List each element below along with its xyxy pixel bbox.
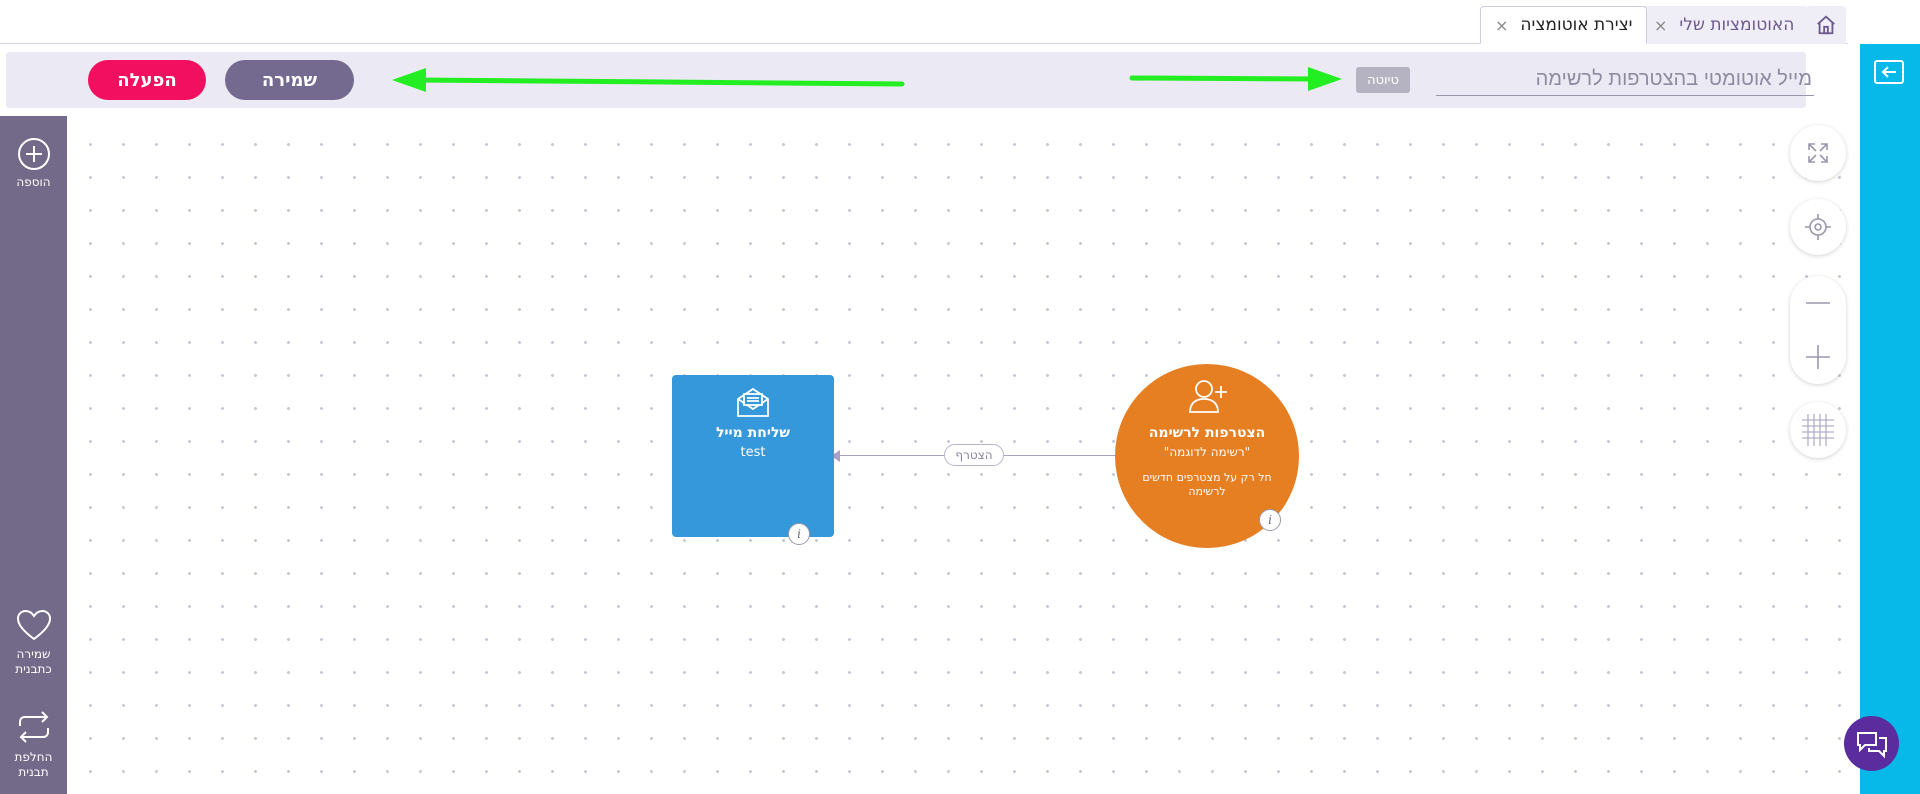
zoom-out-button[interactable] (1790, 276, 1846, 330)
node-title: הצטרפות לרשימה (1148, 425, 1266, 441)
zoom-in-button[interactable] (1790, 330, 1846, 384)
tab-label: האוטומציות שלי (1679, 15, 1795, 35)
sidebar-item-save-template[interactable]: שמירה כתבנית (0, 609, 67, 677)
expand-icon (1808, 143, 1828, 163)
close-icon[interactable]: × (1495, 15, 1509, 35)
home-tab[interactable] (1806, 6, 1846, 44)
center-button[interactable] (1790, 199, 1846, 255)
automation-title-input[interactable] (1436, 64, 1814, 96)
sidebar-item-label: הוספה (16, 175, 51, 189)
send-mail-node[interactable]: שליחת מייל test (672, 375, 834, 537)
activate-button[interactable]: הפעלה (88, 60, 206, 100)
fit-screen-button[interactable] (1790, 125, 1846, 181)
heart-icon (16, 609, 51, 641)
close-icon[interactable]: × (1654, 15, 1668, 35)
plus-circle-icon (17, 138, 50, 170)
grid-icon (1802, 414, 1834, 446)
envelope-icon (737, 387, 769, 417)
left-sidebar (0, 116, 67, 794)
sidebar-item-label: שמירה כתבנית (15, 647, 52, 676)
save-button[interactable]: שמירה (225, 60, 354, 100)
node-description: חל רק על מצטרפים חדשים לרשימה (1142, 471, 1272, 498)
tab-create-automation[interactable]: × יצירת אוטומציה (1480, 6, 1648, 44)
plus-icon (1806, 345, 1830, 369)
sidebar-item-switch-template[interactable]: החלפת תבנית (0, 710, 67, 780)
chat-icon (1856, 731, 1887, 758)
node-title: שליחת מייל (715, 425, 791, 441)
target-icon (1805, 214, 1831, 240)
swap-arrows-icon (18, 711, 49, 743)
node-subtitle: "רשימה לדוגמה" (1163, 445, 1251, 459)
tabbar-divider (0, 43, 1848, 44)
status-badge: טיוטה (1356, 67, 1410, 93)
info-icon[interactable]: i (788, 523, 810, 545)
tab-my-automations[interactable]: × האוטומציות שלי (1640, 6, 1809, 44)
user-plus-icon (1189, 380, 1227, 413)
exit-button[interactable] (1874, 60, 1904, 84)
node-subtitle: test (740, 445, 766, 460)
sidebar-item-add[interactable]: הוספה (0, 137, 67, 190)
chat-button[interactable] (1844, 716, 1899, 771)
sidebar-item-label: החלפת תבנית (14, 750, 53, 779)
arrow-left-icon (1881, 66, 1896, 78)
info-icon[interactable]: i (1259, 509, 1281, 531)
tab-label: יצירת אוטומציה (1520, 15, 1633, 35)
annotation-arrow-left (392, 68, 905, 92)
zoom-controls (1790, 276, 1846, 384)
annotation-arrow-right (1129, 67, 1342, 91)
connector-arrowhead (831, 450, 840, 462)
grid-toggle-button[interactable] (1790, 402, 1846, 458)
right-panel-strip (1860, 44, 1920, 794)
home-icon (1817, 15, 1835, 35)
minus-icon (1806, 302, 1830, 304)
connector-label[interactable]: הצטרף (944, 444, 1004, 466)
